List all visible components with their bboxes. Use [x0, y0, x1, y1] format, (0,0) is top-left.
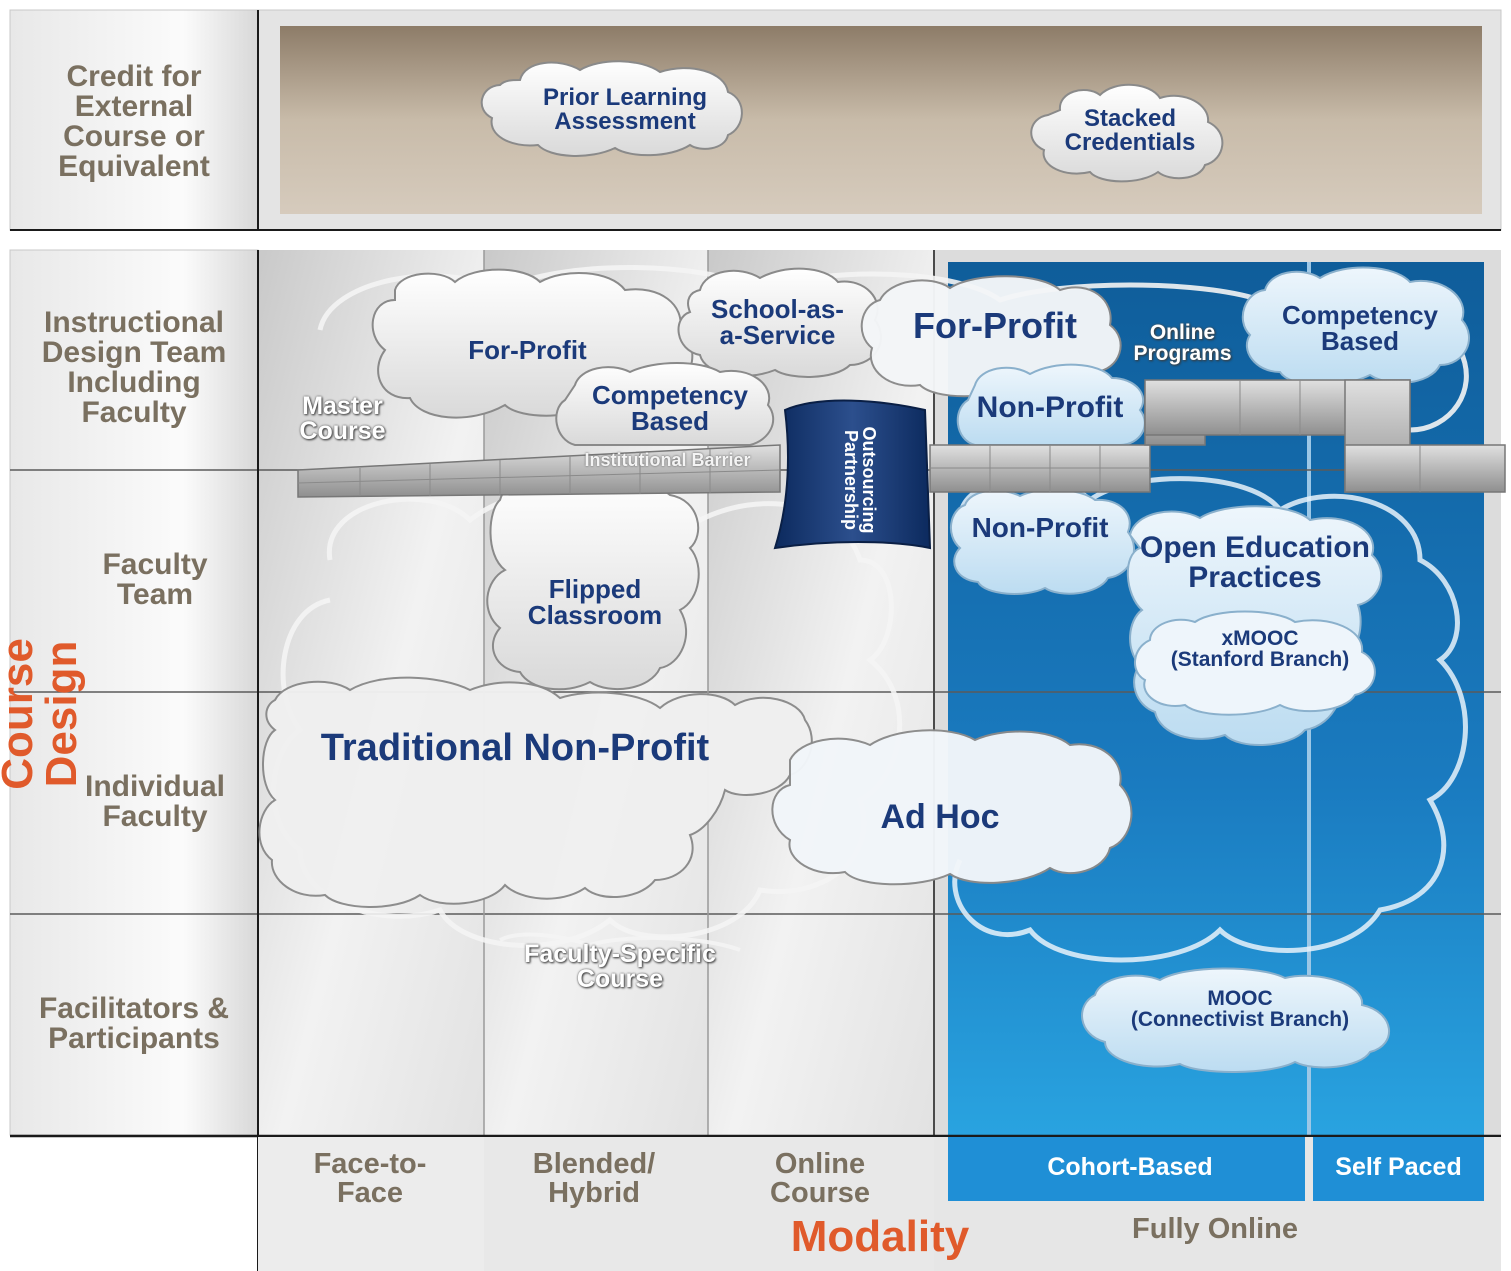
label-xmooc: xMOOC (Stanford Branch)	[1170, 627, 1350, 671]
label-mooc: MOOC (Connectivist Branch)	[1130, 987, 1350, 1031]
label-non-profit-upper: Non-Profit	[976, 391, 1124, 424]
competency-based-right-cloud	[1241, 266, 1470, 387]
col-label-self-paced: Self Paced	[1335, 1153, 1462, 1181]
label-institutional-barrier: Institutional Barrier	[584, 450, 751, 470]
row-label-credit: Credit for External Course or Equivalent	[58, 60, 210, 183]
row-label-facilitators: Facilitators & Participants	[38, 992, 230, 1055]
label-non-profit-lower: Non-Profit	[971, 512, 1109, 543]
label-for-profit-small: For-Profit	[468, 335, 587, 365]
label-faculty-specific-course: Faculty-Specific Course	[524, 940, 716, 993]
label-for-profit-big: For-Profit	[913, 305, 1077, 346]
x-axis-title: Modality	[790, 1212, 970, 1261]
col-label-fully-online: Fully Online	[1132, 1213, 1298, 1245]
online-outline-cloud	[952, 476, 1468, 963]
col-label-cohort: Cohort-Based	[1047, 1153, 1213, 1181]
prior-learning-cloud	[480, 60, 743, 157]
xmooc-cloud	[1134, 610, 1376, 716]
label-online-programs: Online Programs	[1133, 321, 1232, 365]
label-traditional-non-profit: Traditional Non-Profit	[320, 727, 710, 769]
non-profit-upper-cloud	[956, 363, 1146, 446]
mooc-cloud	[1081, 967, 1390, 1073]
row-label-individual-faculty: Individual Faculty	[84, 770, 225, 833]
label-competency-based-right: Competency Based	[1281, 300, 1439, 356]
col-label-blended: Blended/ Hybrid	[532, 1148, 656, 1209]
traditional-non-profit-cloud	[258, 676, 813, 908]
outsourcing-partnership-banner	[773, 399, 932, 550]
ad-hoc-cloud	[771, 729, 1133, 886]
credit-panel	[9, 9, 1502, 231]
row-label-instructional-team: Instructional Design Team Including Facu…	[41, 306, 227, 429]
label-prior-learning: Prior Learning Assessment	[542, 84, 708, 135]
label-stacked-credentials: Stacked Credentials	[1064, 105, 1196, 156]
col-label-online-course: Online Course	[770, 1148, 870, 1209]
y-axis-title: Course Design	[0, 638, 86, 790]
school-as-a-service-cloud	[677, 267, 882, 378]
label-flipped-classroom: Flipped Classroom	[527, 574, 663, 630]
bottom-axis	[258, 1137, 1501, 1271]
label-school-as-a-service: School-as- a-Service	[711, 294, 844, 350]
row-label-faculty-team: Faculty Team	[102, 548, 208, 611]
label-ad-hoc: Ad Hoc	[880, 798, 1000, 836]
institutional-barrier-wall	[297, 379, 1506, 498]
label-master-course: Master Course	[299, 392, 386, 445]
stacked-credentials-cloud	[1030, 83, 1224, 183]
faculty-specific-outline	[499, 932, 741, 952]
label-competency-based-mid: Competency Based	[591, 380, 749, 436]
label-outsourcing-partnership: Outsourcing Partnership	[841, 426, 879, 534]
col-label-face-to-face: Face-to- Face	[313, 1148, 427, 1209]
label-open-education-practices: Open Education Practices	[1139, 531, 1370, 594]
competency-based-mid-cloud	[555, 362, 775, 446]
